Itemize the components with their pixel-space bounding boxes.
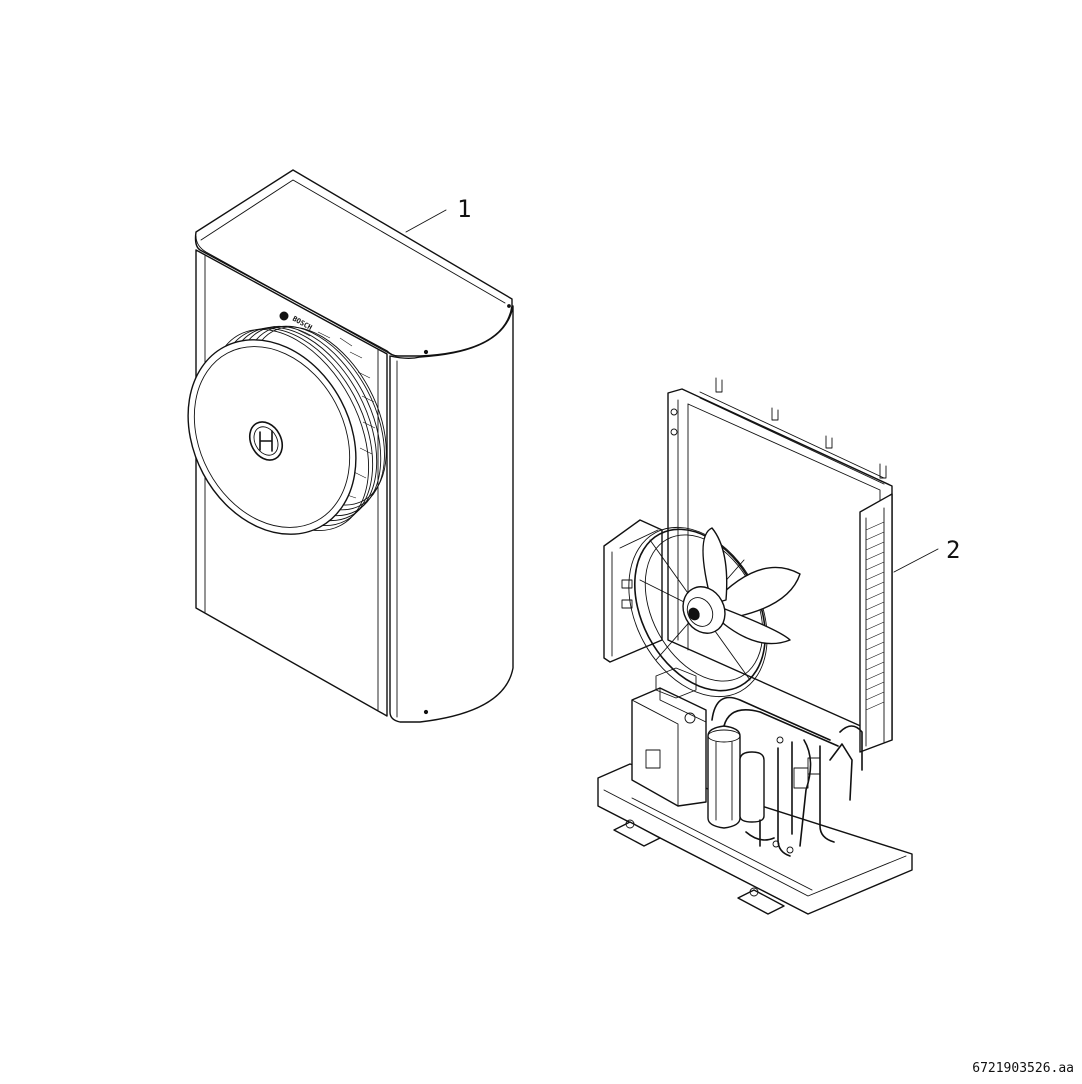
compressor [707, 725, 765, 829]
mounting-foot-right [737, 889, 785, 915]
figure-id: 6721903526.aa [972, 1061, 1074, 1076]
callout-2: 2 [946, 536, 960, 564]
side-panel [389, 305, 514, 723]
fan-motor [682, 586, 726, 634]
refrigerant-pipes [711, 696, 863, 857]
callout-1: 1 [457, 195, 471, 223]
heat-pump-closed: BOSCH [187, 169, 514, 723]
fan-blades [702, 527, 801, 645]
control-board [603, 519, 663, 663]
leader-line-1 [405, 209, 447, 233]
leader-line-2 [893, 548, 939, 573]
coil-fins [859, 493, 893, 753]
mounting-foot-left [613, 821, 661, 847]
bosch-armature-icon [248, 421, 284, 461]
frame-clips [699, 377, 887, 485]
heat-pump-open: 2 [597, 377, 960, 915]
